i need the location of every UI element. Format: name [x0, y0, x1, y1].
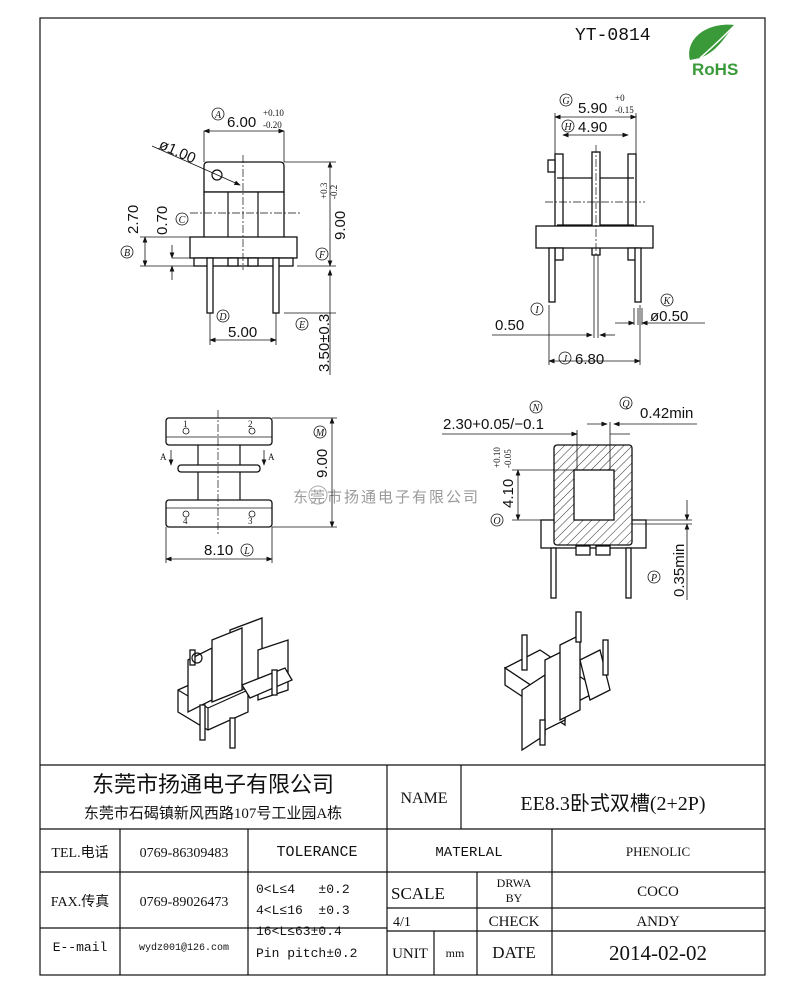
- scale-label: SCALE: [391, 884, 445, 903]
- email-value: wydz001@126.com: [139, 942, 229, 954]
- date-label: DATE: [492, 943, 535, 962]
- dim-g-tol-minus: -0.15: [615, 105, 634, 115]
- dim-p: 0.35min: [671, 544, 688, 597]
- dim-d: 5.00: [228, 324, 257, 341]
- callout-n: N: [532, 403, 541, 414]
- check-value: ANDY: [636, 914, 679, 930]
- check-label: CHECK: [489, 914, 540, 930]
- pin-4-label: 4: [183, 516, 188, 526]
- dim-n: 2.30+0.05/−0.1: [443, 416, 544, 433]
- callout-j: J: [563, 354, 568, 365]
- callout-k: K: [663, 296, 672, 307]
- tel-label: TEL.电话: [51, 845, 108, 861]
- fax-label: FAX.传真: [51, 894, 109, 910]
- dim-f-tol-minus: -0.2: [329, 185, 339, 199]
- dim-o-tol-plus: +0.10: [492, 447, 502, 468]
- section-mark-right: A: [268, 452, 275, 462]
- isometric-view-right: [503, 611, 611, 752]
- dim-g: 5.90: [578, 100, 607, 117]
- callout-o: O: [493, 516, 500, 527]
- unit-label: UNIT: [392, 946, 428, 962]
- bottom-view: 1 2 3 4 A A 9.00 M 8.10 L: [160, 410, 337, 563]
- pin-3-label: 3: [248, 516, 253, 526]
- dim-i: 0.50: [495, 317, 524, 334]
- callout-h: H: [563, 122, 572, 133]
- dim-m: 9.00: [314, 449, 331, 478]
- tolerance-label: TOLERANCE: [276, 844, 357, 861]
- rohs-text: RoHS: [692, 60, 738, 79]
- callout-f: F: [318, 250, 326, 261]
- callout-b: B: [124, 248, 130, 259]
- tolerance-line-3: 16<L≤63±0.4: [256, 924, 342, 939]
- title-block: 东莞市扬通电子有限公司 东莞市石碣镇新风西路107号工业园A栋 NAME EE8…: [51, 772, 707, 965]
- date-value: 2014-02-02: [609, 941, 707, 965]
- email-label: E--mail: [53, 940, 108, 955]
- callout-i: I: [534, 305, 539, 316]
- dim-a-tol-minus: -0.20: [263, 120, 282, 130]
- dim-a: 6.00: [227, 114, 256, 131]
- tel-value: 0769-86309483: [140, 846, 229, 861]
- dim-h: 4.90: [578, 119, 607, 136]
- drawn-by-label-2: BY: [506, 891, 523, 905]
- callout-m: M: [315, 428, 325, 439]
- dim-o-tol-minus: -0.05: [503, 449, 513, 468]
- section-mark-left: A: [160, 452, 167, 462]
- callout-d: D: [218, 312, 227, 323]
- company-address: 东莞市石碣镇新风西路107号工业园A栋: [84, 804, 342, 822]
- dim-f-tol-plus: +0.3: [319, 182, 329, 199]
- dim-hole: ø1.00: [156, 136, 198, 167]
- company-name: 东莞市扬通电子有限公司: [92, 772, 334, 797]
- name-label: NAME: [400, 790, 447, 807]
- callout-e: E: [298, 320, 305, 331]
- dim-o: 4.10: [500, 479, 517, 508]
- dim-b: 2.70: [125, 205, 142, 234]
- dim-c: 0.70: [154, 206, 171, 235]
- dim-f: 9.00: [332, 211, 349, 240]
- dim-k: ø0.50: [650, 308, 688, 325]
- callout-c: C: [179, 215, 186, 226]
- sheet-border: [39, 17, 766, 976]
- dim-a-tol-plus: +0.10: [263, 108, 284, 118]
- dim-j: 6.80: [575, 351, 604, 368]
- part-number: YT-0814: [575, 26, 651, 46]
- dim-e: 3.50±0.3: [316, 314, 333, 372]
- part-name: EE8.3卧式双槽(2+2P): [520, 792, 705, 815]
- unit-value: mm: [446, 946, 465, 960]
- drawn-by-label-1: DRWA: [497, 876, 532, 890]
- callout-p: P: [650, 573, 657, 584]
- dim-q: 0.42min: [640, 405, 693, 422]
- tolerance-line-2: 4<L≤16 ±0.3: [256, 903, 350, 918]
- tolerance-line-1: 0<L≤4 ±0.2: [256, 882, 350, 897]
- dim-g-tol-plus: +0: [615, 93, 625, 103]
- fax-value: 0769-89026473: [140, 895, 229, 910]
- scale-value: 4/1: [393, 915, 411, 930]
- tolerance-line-4: Pin pitch±0.2: [256, 946, 357, 961]
- material-value: PHENOLIC: [626, 844, 690, 859]
- callout-q: Q: [622, 399, 630, 410]
- side-view: G 5.90 +0 -0.15 H 4.90 0.50 I J 6.80 ø0.…: [492, 93, 705, 368]
- watermark: 东莞市扬通电子有限公司: [293, 485, 480, 506]
- title-block-grid: [40, 764, 765, 975]
- front-view: A 6.00 +0.10 -0.20 ø1.00 9.00 +0.3 -0.2 …: [120, 107, 349, 375]
- callout-g: G: [562, 96, 569, 107]
- callout-l: L: [243, 546, 250, 557]
- pin-1-label: 1: [183, 419, 188, 429]
- isometric-view-left: [177, 617, 293, 749]
- section-view: 2.30+0.05/−0.1 N 0.42min Q 4.10 +0.10 -0…: [442, 396, 697, 600]
- watermark-text: 东莞市扬通电子有限公司: [293, 488, 480, 506]
- dim-l: 8.10: [204, 542, 233, 559]
- drawn-by-value: COCO: [637, 884, 679, 900]
- callout-a: A: [214, 110, 222, 121]
- material-label: MATERLAL: [435, 845, 502, 861]
- pin-2-label: 2: [248, 419, 253, 429]
- rohs-logo: RoHS: [689, 24, 738, 79]
